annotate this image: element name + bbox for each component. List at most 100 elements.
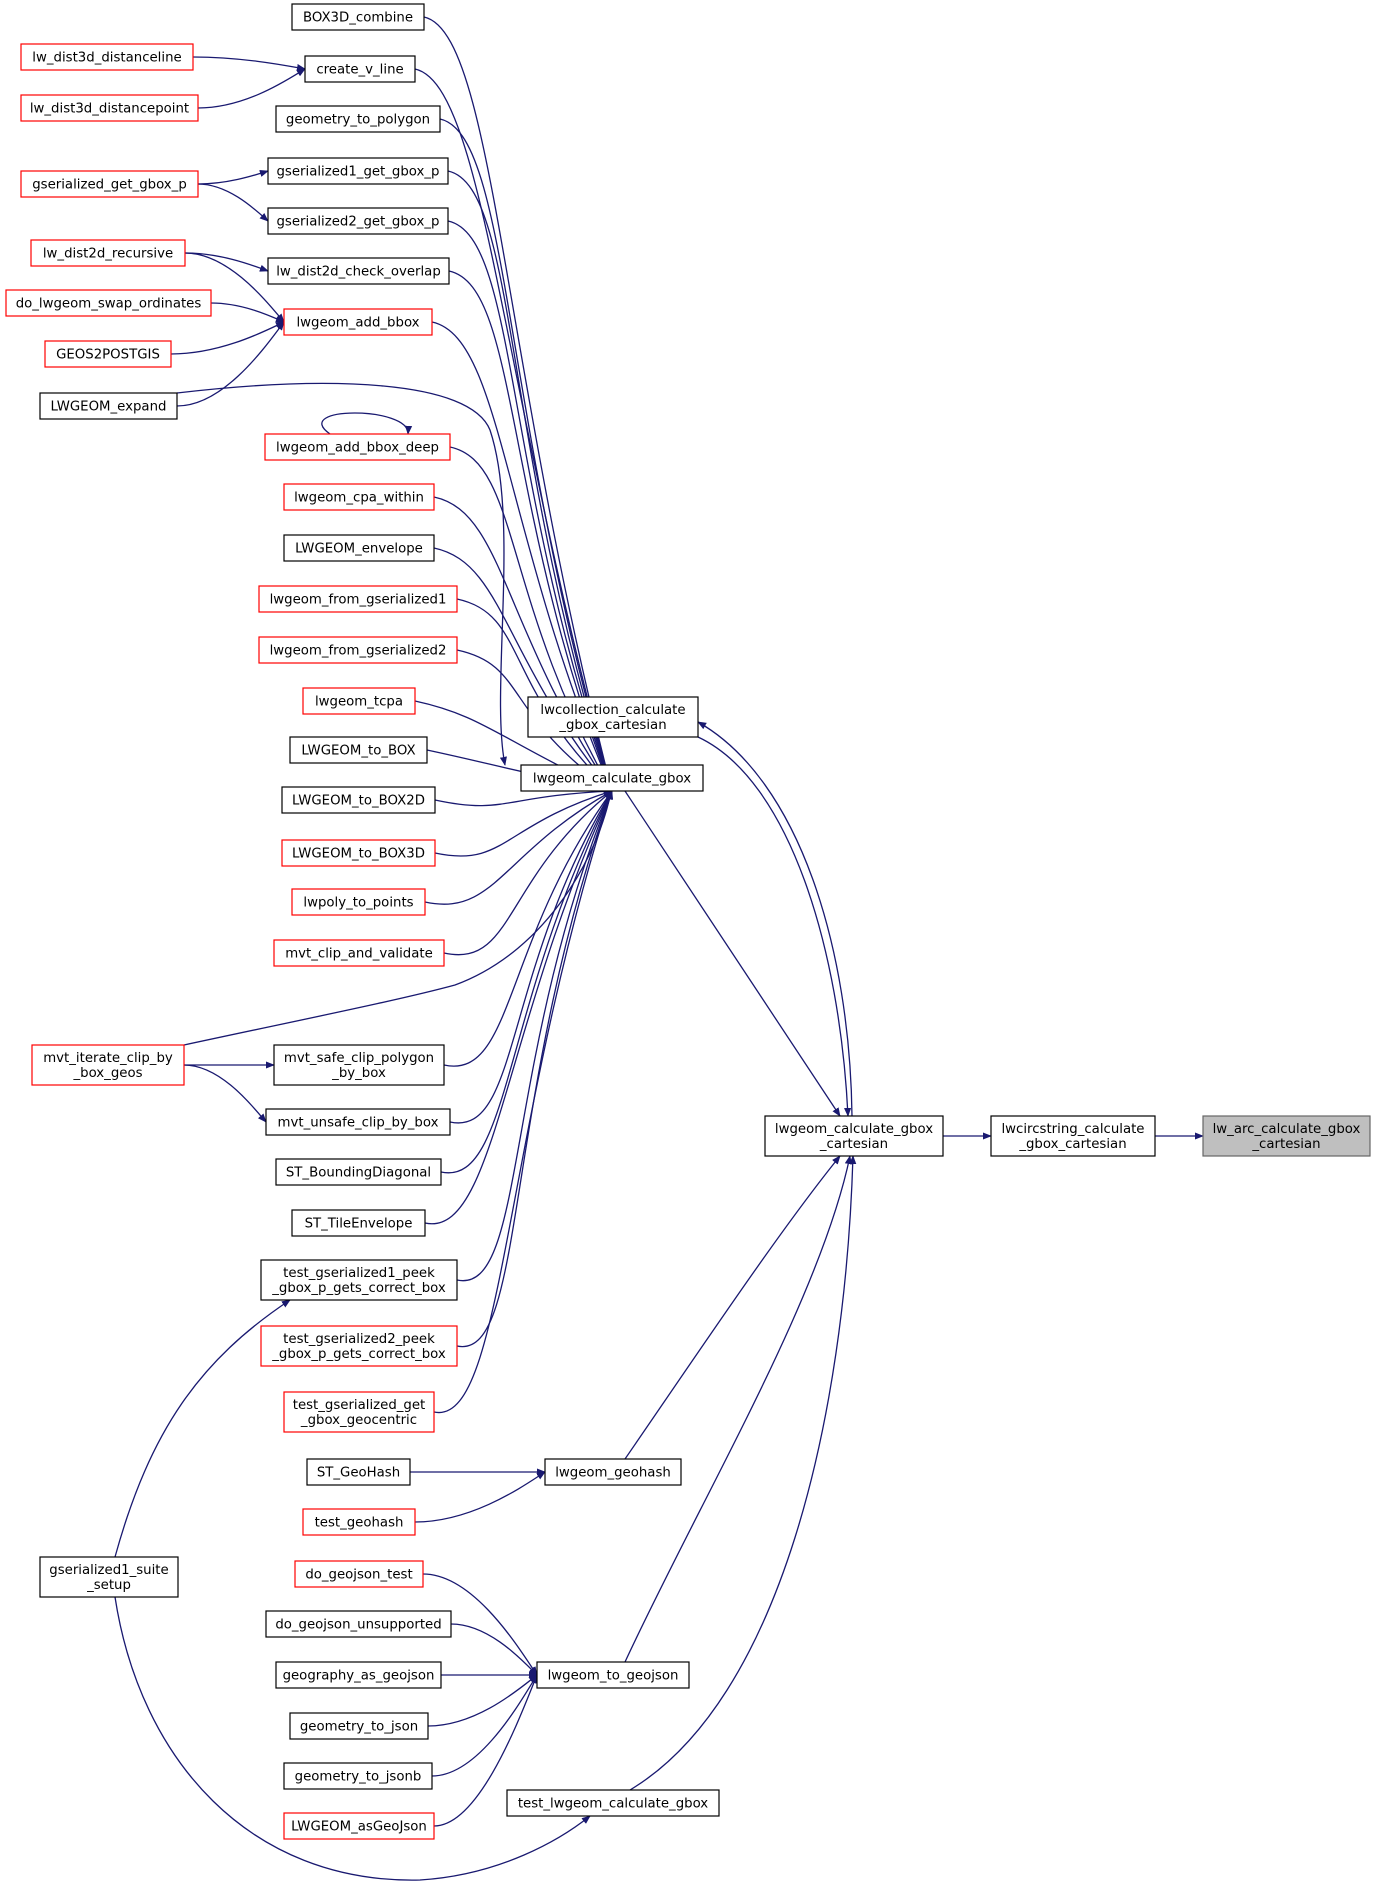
edge-lw_dist2d_check_overlap-to-lwgeom_calculate_gbox [448,270,613,792]
node-label: _setup [86,1578,131,1593]
node-geos2postgis[interactable]: GEOS2POSTGIS [44,340,172,368]
node-gserialized_get_gbox_p[interactable]: gserialized_get_gbox_p [20,170,199,198]
node-geometry_to_json[interactable]: geometry_to_json [289,1712,429,1740]
node-box [281,786,436,814]
node-test_gserialized_get_gbox_geocentric[interactable]: test_gserialized_get_gbox_geocentric [283,1391,435,1433]
node-label: do_lwgeom_swap_ordinates [16,297,202,312]
node-mvt_iterate_clip_by_box_geos[interactable]: mvt_iterate_clip_by_box_geos [31,1044,185,1086]
node-label: do_geojson_unsupported [275,1618,441,1633]
node-label: lw_dist2d_check_overlap [276,265,441,280]
node-box [30,239,186,267]
edge-do_geojson_test-to-lwgeom_to_geojson [422,1573,538,1676]
node-gserialized1_suite_setup[interactable]: gserialized1_suite_setup [39,1556,179,1598]
node-label: lwcircstring_calculate [1001,1122,1144,1137]
node-lwgeom_expand[interactable]: LWGEOM_expand [39,392,178,420]
node-box [44,340,172,368]
node-lw_dist3d_distanceline[interactable]: lw_dist3d_distanceline [20,43,194,71]
node-do_lwgeom_swap_ordinates[interactable]: do_lwgeom_swap_ordinates [5,289,212,317]
node-label: lwgeom_cpa_within [294,491,424,506]
node-mvt_safe_clip_polygon_by_box[interactable]: mvt_safe_clip_polygon_by_box [273,1044,445,1086]
edge-box3d_combine-to-lwgeom_calculate_gbox [423,16,614,792]
edge-lwgeom_from_gserialized2-to-lwgeom_calculate_gbox [456,649,613,792]
node-label: lw_dist3d_distanceline [32,51,181,66]
node-label: mvt_safe_clip_polygon [284,1051,434,1066]
node-label: lwgeom_geohash [555,1466,671,1481]
node-box [260,1259,458,1301]
node-box [281,839,436,867]
node-do_geojson_test[interactable]: do_geojson_test [294,1560,424,1588]
node-lwgeom_to_box2d[interactable]: LWGEOM_to_BOX2D [281,786,436,814]
node-label: mvt_clip_and_validate [285,947,433,962]
node-box [283,534,435,562]
node-label: mvt_unsafe_clip_by_box [278,1116,439,1131]
node-lwgeom_from_gserialized2[interactable]: lwgeom_from_gserialized2 [258,636,458,664]
node-mvt_unsafe_clip_by_box[interactable]: mvt_unsafe_clip_by_box [265,1108,451,1136]
node-label: gserialized1_get_gbox_p [276,165,439,180]
node-box3d_combine[interactable]: BOX3D_combine [291,3,425,31]
node-box [258,585,458,613]
node-box [302,687,416,715]
node-test_gserialized2_peek[interactable]: test_gserialized2_peek_gbox_p_gets_corre… [260,1325,458,1367]
edge-mvt_iterate_clip_by_box_geos-to-lwgeom_calculate_gbox [183,790,614,1046]
node-test_geohash[interactable]: test_geohash [302,1508,416,1536]
node-st_boundingdiagonal[interactable]: ST_BoundingDiagonal [275,1158,442,1186]
node-label: gserialized2_get_gbox_p [276,215,439,230]
node-do_geojson_unsupported[interactable]: do_geojson_unsupported [265,1610,452,1638]
edge-geometry_to_polygon-to-lwgeom_calculate_gbox [439,118,614,792]
node-lwgeom_from_gserialized1[interactable]: lwgeom_from_gserialized1 [258,585,458,613]
node-lwgeom_add_bbox_deep[interactable]: lwgeom_add_bbox_deep [264,433,451,461]
node-mvt_clip_and_validate[interactable]: mvt_clip_and_validate [273,939,445,967]
node-gserialized2_get_gbox_p[interactable]: gserialized2_get_gbox_p [267,207,449,235]
node-lwcircstring_calculate_gbox_cartesian[interactable]: lwcircstring_calculate_gbox_cartesian [990,1115,1156,1157]
node-test_lwgeom_calculate_gbox[interactable]: test_lwgeom_calculate_gbox [506,1789,720,1817]
node-box [20,170,199,198]
node-box [258,636,458,664]
node-lwgeom_envelope[interactable]: LWGEOM_envelope [283,534,435,562]
node-lwgeom_asgeojson[interactable]: LWGEOM_asGeoJson [283,1812,435,1840]
edge-mvt_unsafe_clip_by_box-to-lwgeom_calculate_gbox [449,790,613,1124]
node-geography_as_geojson[interactable]: geography_as_geojson [275,1661,442,1689]
node-lw_dist2d_check_overlap[interactable]: lw_dist2d_check_overlap [267,257,450,285]
node-box [294,1560,424,1588]
node-label: _gbox_cartesian [558,718,666,733]
node-lwpoly_to_points[interactable]: lwpoly_to_points [291,888,426,916]
node-geometry_to_jsonb[interactable]: geometry_to_jsonb [283,1762,433,1790]
node-test_gserialized1_peek[interactable]: test_gserialized1_peek_gbox_p_gets_corre… [260,1259,458,1301]
edge-mvt_safe_clip_polygon_by_box-to-lwgeom_calculate_gbox [443,790,613,1067]
node-lwcollection_calculate_gbox_cartesian[interactable]: lwcollection_calculate_gbox_cartesian [527,696,699,738]
edge-lwpoly_to_points-to-lwgeom_calculate_gbox [424,790,613,905]
node-label: LWGEOM_to_BOX2D [292,794,425,809]
node-lwgeom_geohash[interactable]: lwgeom_geohash [544,1458,682,1486]
node-geometry_to_polygon[interactable]: geometry_to_polygon [275,105,441,133]
edge-test_gserialized2_peek-to-lwgeom_calculate_gbox [456,790,613,1348]
edge-create_v_line-to-lwgeom_calculate_gbox [414,68,614,792]
node-st_geohash[interactable]: ST_GeoHash [306,1458,411,1486]
node-label: _gbox_p_gets_correct_box [271,1347,446,1362]
edge-test_geohash-to-lwgeom_geohash [414,1471,546,1523]
node-label: GEOS2POSTGIS [56,348,160,363]
node-lwgeom_calculate_gbox[interactable]: lwgeom_calculate_gbox [520,764,704,792]
edge-lwgeom_calculate_gbox_cartesian-to-lwcollection_calculate_gbox_cartesian [697,721,853,1117]
node-lwgeom_to_box3d[interactable]: LWGEOM_to_BOX3D [281,839,436,867]
node-label: ST_BoundingDiagonal [286,1166,431,1181]
node-lw_arc_calculate_gbox_cartesian[interactable]: lw_arc_calculate_gbox_cartesian [1202,1115,1371,1157]
node-label: lwgeom_add_bbox [296,316,419,331]
node-lwgeom_calculate_gbox_cartesian[interactable]: lwgeom_calculate_gbox_cartesian [764,1115,944,1157]
node-box [265,1610,452,1638]
node-label: ST_GeoHash [317,1466,400,1481]
node-lwgeom_to_box[interactable]: LWGEOM_to_BOX [289,736,428,764]
node-box [275,1661,442,1689]
edge-lwgeom_geohash-to-lwgeom_calculate_gbox_cartesian [624,1155,841,1460]
node-lw_dist3d_distancepoint[interactable]: lw_dist3d_distancepoint [20,94,199,122]
node-box [267,257,450,285]
node-lw_dist2d_recursive[interactable]: lw_dist2d_recursive [30,239,186,267]
node-label: test_gserialized2_peek [283,1332,435,1347]
node-lwgeom_tcpa[interactable]: lwgeom_tcpa [302,687,416,715]
node-st_tileenvelope[interactable]: ST_TileEnvelope [291,1209,426,1237]
node-lwgeom_cpa_within[interactable]: lwgeom_cpa_within [283,483,435,511]
node-lwgeom_to_geojson[interactable]: lwgeom_to_geojson [536,1661,690,1689]
node-label: lwpoly_to_points [303,896,413,911]
node-create_v_line[interactable]: create_v_line [304,55,416,83]
node-gserialized1_get_gbox_p[interactable]: gserialized1_get_gbox_p [267,157,449,185]
node-lwgeom_add_bbox[interactable]: lwgeom_add_bbox [283,308,433,336]
